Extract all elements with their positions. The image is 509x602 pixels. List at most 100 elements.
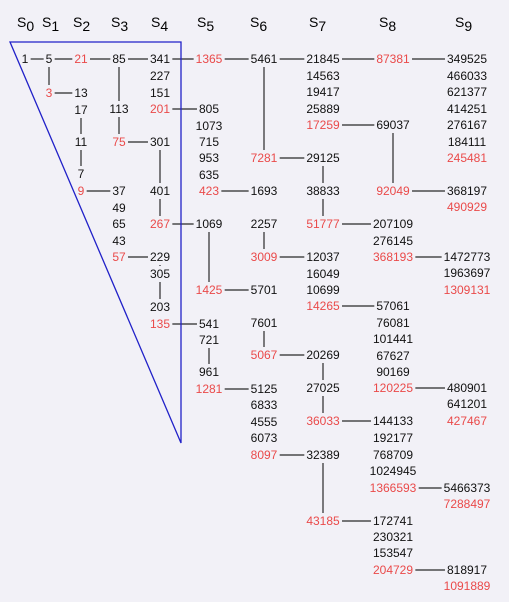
number-node: 65 <box>112 217 126 231</box>
number-node: 12037 <box>306 250 340 264</box>
number-node: 1963697 <box>444 266 491 280</box>
number-node: 466033 <box>447 69 487 83</box>
number-node: 1 <box>22 52 29 66</box>
number-node: 7 <box>78 167 85 181</box>
number-node: 267 <box>150 217 170 231</box>
column-headers: S0 S1 S2 S3 S4 S5 S6 S7 S8 S9 <box>17 14 472 34</box>
number-node: 76081 <box>376 316 410 330</box>
column-header: S4 <box>151 14 168 34</box>
number-node: 204729 <box>373 563 413 577</box>
number-node: 227 <box>150 69 170 83</box>
number-node: 153547 <box>373 546 413 560</box>
number-node: 29125 <box>306 151 340 165</box>
number-node: 401 <box>150 184 170 198</box>
number-node: 32389 <box>306 448 340 462</box>
number-node: 120225 <box>373 381 413 395</box>
number-node: 5067 <box>251 348 278 362</box>
number-node: 6073 <box>251 431 278 445</box>
number-node: 1472773 <box>444 250 491 264</box>
number-node: 621377 <box>447 85 487 99</box>
number-node: 144133 <box>373 414 413 428</box>
number-node: 49 <box>112 201 126 215</box>
number-node: 368193 <box>373 250 413 264</box>
number-node: 25889 <box>306 102 340 116</box>
number-node: 51777 <box>306 217 340 231</box>
number-node: 207109 <box>373 217 413 231</box>
number-node: 90169 <box>376 365 410 379</box>
number-node: 5701 <box>251 283 278 297</box>
number-node: 1365 <box>196 52 223 66</box>
number-node: 21 <box>74 52 88 66</box>
number-node: 203 <box>150 300 170 314</box>
number-node: 245481 <box>447 151 487 165</box>
number-node: 427467 <box>447 414 487 428</box>
number-node: 151 <box>150 86 170 100</box>
column-header: S8 <box>379 14 396 34</box>
number-node: 20269 <box>306 348 340 362</box>
number-node: 7601 <box>251 316 278 330</box>
number-node: 4555 <box>251 415 278 429</box>
number-node: 14563 <box>306 69 340 83</box>
number-node: 805 <box>199 102 219 116</box>
number-node: 87381 <box>376 52 410 66</box>
number-node: 305 <box>150 267 170 281</box>
number-node: 276167 <box>447 118 487 132</box>
number-node: 715 <box>199 135 219 149</box>
number-node: 818917 <box>447 563 487 577</box>
number-node: 75 <box>112 135 126 149</box>
number-node: 6833 <box>251 398 278 412</box>
number-node: 19417 <box>306 85 340 99</box>
number-node: 5 <box>46 52 53 66</box>
number-node: 69037 <box>376 118 410 132</box>
number-node: 1069 <box>196 217 223 231</box>
number-node: 5125 <box>251 382 278 396</box>
number-node: 17259 <box>306 118 340 132</box>
column-header: S6 <box>250 14 267 34</box>
number-node: 7281 <box>251 151 278 165</box>
number-node: 541 <box>199 317 219 331</box>
number-node: 635 <box>199 168 219 182</box>
number-node: 8097 <box>251 448 278 462</box>
number-node: 1693 <box>251 184 278 198</box>
number-node: 13 <box>74 86 88 100</box>
number-node: 1073 <box>196 119 223 133</box>
number-node: 1024945 <box>370 464 417 478</box>
number-node: 172741 <box>373 514 413 528</box>
number-node: 961 <box>199 365 219 379</box>
number-node: 768709 <box>373 448 413 462</box>
number-node: 641201 <box>447 397 487 411</box>
number-node: 17 <box>74 103 88 117</box>
number-node: 21845 <box>306 52 340 66</box>
number-node: 7288497 <box>444 497 491 511</box>
number-node: 414251 <box>447 102 487 116</box>
column-header: S1 <box>42 14 59 34</box>
number-node: 67627 <box>376 349 410 363</box>
number-node: 341 <box>150 52 170 66</box>
number-node: 5461 <box>251 52 278 66</box>
number-node: 301 <box>150 135 170 149</box>
number-node: 9 <box>78 184 85 198</box>
column-header: S9 <box>455 14 472 34</box>
number-node: 1366593 <box>370 481 417 495</box>
number-node: 10699 <box>306 283 340 297</box>
column-header: S3 <box>111 14 128 34</box>
number-node: 229 <box>150 250 170 264</box>
number-node: 38833 <box>306 184 340 198</box>
number-node: 101441 <box>373 332 413 346</box>
number-node: 276145 <box>373 234 413 248</box>
number-node: 2257 <box>251 217 278 231</box>
number-node: 480901 <box>447 381 487 395</box>
column-header: S7 <box>309 14 326 34</box>
number-node: 230321 <box>373 530 413 544</box>
number-node: 349525 <box>447 52 487 66</box>
number-node: 57061 <box>376 299 410 313</box>
number-node: 57 <box>112 250 126 264</box>
number-node: 14265 <box>306 299 340 313</box>
number-node: 1425 <box>196 283 223 297</box>
number-node: 423 <box>199 184 219 198</box>
column-header: S2 <box>73 14 90 34</box>
number-node: 1281 <box>196 382 223 396</box>
